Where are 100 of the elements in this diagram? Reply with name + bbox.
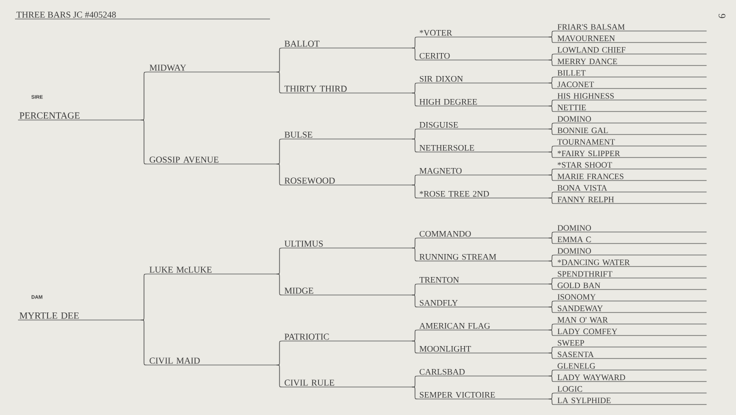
pedigree-entry: SEMPER VICTOIRE xyxy=(418,392,549,400)
brace-line xyxy=(412,48,418,60)
brace-line xyxy=(548,398,556,405)
pedigree-entry: SANDFLY xyxy=(418,300,549,308)
pedigree-entry: GOLD BAN xyxy=(556,282,707,290)
brace-line xyxy=(548,346,556,354)
pedigree-entry: *ROSE TREE 2ND xyxy=(418,190,549,198)
pedigree-entry: *VOTER xyxy=(418,30,549,38)
pedigree-entry: *DANCING WATER xyxy=(556,260,707,267)
pedigree-entry: LUKE McLUKE xyxy=(148,266,277,274)
pedigree-entry: MOONLIGHT xyxy=(418,346,549,354)
brace-line xyxy=(548,82,556,89)
pedigree-entry: FRIAR'S BALSAM xyxy=(556,24,707,32)
brace-line xyxy=(412,294,418,308)
pedigree-entry: BONNIE GAL xyxy=(556,128,707,135)
pedigree-entry: HIGH DEGREE xyxy=(418,98,549,106)
brace-line xyxy=(412,82,418,94)
pedigree-entry: MARIE FRANCES xyxy=(556,174,707,181)
pedigree-entry: MAN O' WAR xyxy=(556,317,707,324)
pedigree-entry: SPENDTHRIFT xyxy=(556,271,707,278)
brace-line xyxy=(276,248,284,274)
brace-line xyxy=(548,30,556,38)
brace-line xyxy=(412,330,418,342)
pedigree-entry: BALLOT xyxy=(282,40,413,48)
pedigree-entry: MYRTLE DEE xyxy=(18,312,141,320)
brace-line xyxy=(548,254,556,262)
pedigree-entry: AMERICAN FLAG xyxy=(418,322,549,330)
pedigree-entry: CERITO xyxy=(418,52,549,60)
brace-line xyxy=(548,128,556,135)
brace-line xyxy=(548,100,556,106)
brace-line xyxy=(548,36,556,43)
pedigree-entry: SASENTA xyxy=(556,352,707,359)
pedigree-entry: NETTIE xyxy=(556,104,707,112)
brace-line xyxy=(276,364,284,388)
pedigree-entry: GOSSIP AVENUE xyxy=(148,156,277,164)
pedigree-entry: ULTIMUS xyxy=(282,240,413,248)
brace-line xyxy=(548,284,556,290)
pedigree-entry: BONA VISTA xyxy=(556,185,707,192)
pedigree-entry: ROSEWOOD xyxy=(282,178,413,186)
brace-line xyxy=(548,306,556,313)
pedigree-entry: FANNY RELPH xyxy=(556,196,707,204)
brace-line xyxy=(412,284,418,296)
pedigree-entry: SWEEP xyxy=(556,340,707,348)
brace-line xyxy=(276,72,284,94)
pedigree-entry: MERRY DANCE xyxy=(556,58,707,66)
pedigree-entry: DOMINO xyxy=(556,225,707,232)
pedigree-entry: EMMA C xyxy=(556,236,707,244)
brace-line xyxy=(548,300,556,308)
brace-line xyxy=(548,260,556,267)
brace-line xyxy=(548,168,556,176)
pedigree-entry: LOWLAND CHIEF xyxy=(556,47,707,54)
brace-line xyxy=(548,146,556,152)
brace-line xyxy=(412,138,418,152)
pedigree-entry: TRENTON xyxy=(418,276,549,284)
pedigree-entry: SIR DIXON xyxy=(418,76,549,84)
pedigree-entry: TOURNAMENT xyxy=(556,139,707,146)
brace-line xyxy=(548,198,556,204)
title: THREE BARS JC #405248 xyxy=(14,12,270,20)
brace-line xyxy=(412,92,418,106)
brace-line xyxy=(548,192,556,198)
brace-line xyxy=(548,352,556,359)
page-number: 9 xyxy=(718,14,726,18)
pedigree-entry: ISONOMY xyxy=(556,294,707,302)
pedigree-entry: DISGUISE xyxy=(418,122,549,130)
brace-line xyxy=(548,238,556,244)
brace-line xyxy=(548,278,556,284)
pedigree-entry: CIVIL RULE xyxy=(282,380,413,388)
brace-line xyxy=(548,392,556,400)
brace-line xyxy=(548,324,556,330)
pedigree-entry: MIDGE xyxy=(282,288,413,296)
pedigree-entry: MAVOURNEEN xyxy=(556,36,707,43)
brace-line xyxy=(276,164,284,186)
brace-line xyxy=(548,76,556,84)
pedigree-entry: CARLSBAD xyxy=(418,368,549,376)
pedigree-entry: LADY WAYWARD xyxy=(556,374,707,382)
pedigree-entry: SANDEWAY xyxy=(556,306,707,313)
pedigree-entry: CIVIL MAID xyxy=(148,358,277,366)
pedigree-entry: BULSE xyxy=(282,132,413,140)
brace-line xyxy=(412,184,418,198)
brace-line xyxy=(276,138,284,164)
pedigree-entry: MAGNETO xyxy=(418,168,549,176)
pedigree-entry: HIS HIGHNESS xyxy=(556,93,707,100)
brace-line xyxy=(548,106,556,112)
brace-line xyxy=(276,340,284,366)
brace-line xyxy=(276,48,284,72)
brace-line xyxy=(548,232,556,238)
pedigree-entry: RUNNING STREAM xyxy=(418,254,549,262)
brace-line xyxy=(548,122,556,130)
brace-line xyxy=(140,120,148,164)
pedigree-entry: THIRTY THIRD xyxy=(282,86,413,94)
pedigree-entry: LADY COMFEY xyxy=(556,328,707,336)
pedigree-entry: GLENELG xyxy=(556,363,707,370)
brace-line xyxy=(548,54,556,60)
pedigree-entry: MIDWAY xyxy=(148,64,277,72)
pedigree-entry: COMMANDO xyxy=(418,230,549,238)
pedigree-entry: DOMINO xyxy=(556,248,707,256)
pedigree-entry: LOGIC xyxy=(556,386,707,394)
brace-line xyxy=(548,376,556,382)
brace-line xyxy=(412,386,418,400)
pedigree-entry: *FAIRY SLIPPER xyxy=(556,150,707,158)
